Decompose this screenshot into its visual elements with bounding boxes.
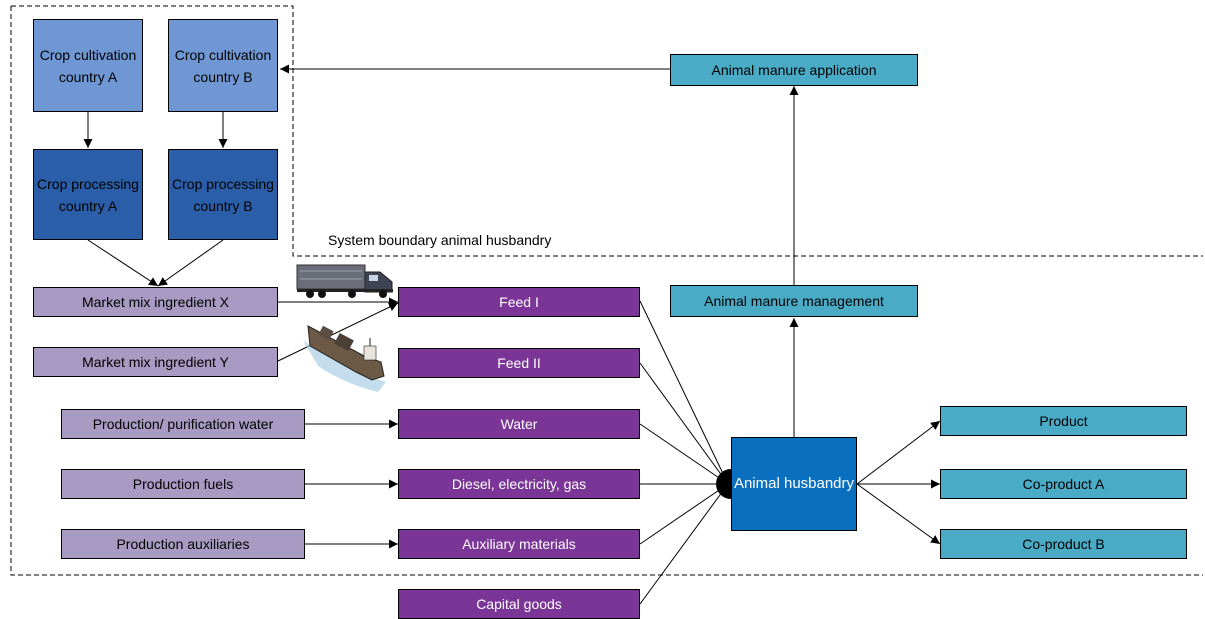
animal-manure-application-label: Animal manure application — [711, 62, 877, 78]
product-label: Product — [1039, 413, 1088, 429]
crop-processing-country-b[interactable]: Crop processing country B — [168, 149, 278, 240]
animal-manure-management-label: Animal manure management — [704, 293, 884, 309]
production-purification-water[interactable]: Production/ purification water — [61, 409, 305, 439]
production-auxiliaries[interactable]: Production auxiliaries — [61, 529, 305, 559]
arrow-proc-b-to-market — [157, 239, 224, 287]
arrow-feed2-husbandry — [639, 362, 729, 485]
crop-cultivation-country-b[interactable]: Crop cultivation country B — [168, 19, 278, 112]
production-purification-water-label: Production/ purification water — [92, 416, 274, 432]
feed-ii[interactable]: Feed II — [398, 348, 640, 378]
market-mix-ingredient-x-label: Market mix ingredient X — [81, 294, 230, 310]
feed-i[interactable]: Feed I — [398, 287, 640, 317]
arrow-coproduct-b — [856, 483, 941, 545]
water[interactable]: Water — [398, 409, 640, 439]
production-fuels[interactable]: Production fuels — [61, 469, 305, 499]
diesel-electricity-gas-label: Diesel, electricity, gas — [451, 476, 587, 492]
arrow-market-y-to-feed — [277, 302, 399, 362]
capital-goods[interactable]: Capital goods — [398, 589, 640, 619]
arrow-feed1-husbandry — [639, 300, 729, 485]
crop-cultivation-country-a-label: Crop cultivation country A — [39, 46, 137, 85]
market-mix-ingredient-y[interactable]: Market mix ingredient Y — [33, 347, 278, 377]
animal-husbandry[interactable]: Animal husbandry — [731, 437, 857, 531]
water-label: Water — [500, 416, 538, 432]
ship-icon — [303, 325, 386, 392]
crop-cultivation-country-b-label: Crop cultivation country B — [174, 46, 272, 85]
production-fuels-label: Production fuels — [132, 476, 234, 492]
arrow-capital-husbandry — [639, 483, 729, 605]
arrow-aux-husbandry — [639, 483, 729, 545]
diesel-electricity-gas[interactable]: Diesel, electricity, gas — [398, 469, 640, 499]
co-product-a[interactable]: Co-product A — [940, 469, 1187, 499]
crop-processing-country-a[interactable]: Crop processing country A — [33, 149, 143, 240]
co-product-b-label: Co-product B — [1022, 536, 1105, 552]
animal-manure-application[interactable]: Animal manure application — [670, 54, 918, 86]
arrow-product — [856, 420, 941, 485]
crop-cultivation-country-a[interactable]: Crop cultivation country A — [33, 19, 143, 112]
system-boundary-label: System boundary animal husbandry — [328, 232, 552, 248]
crop-processing-country-b-label: Crop processing country B — [172, 175, 274, 214]
co-product-b[interactable]: Co-product B — [940, 529, 1187, 559]
market-mix-ingredient-x[interactable]: Market mix ingredient X — [33, 287, 278, 317]
arrow-proc-a-to-market — [87, 239, 159, 287]
truck-icon — [296, 264, 393, 298]
animal-manure-management[interactable]: Animal manure management — [670, 285, 918, 317]
feed-ii-label: Feed II — [497, 355, 541, 371]
animal-husbandry-label: Animal husbandry — [733, 475, 855, 492]
auxiliary-materials-label: Auxiliary materials — [462, 536, 576, 552]
market-mix-ingredient-y-label: Market mix ingredient Y — [82, 354, 229, 370]
crop-processing-country-a-label: Crop processing country A — [37, 175, 139, 214]
arrow-water-husbandry — [639, 423, 729, 485]
production-auxiliaries-label: Production auxiliaries — [116, 536, 250, 552]
system-boundary — [10, 5, 1203, 576]
product[interactable]: Product — [940, 406, 1187, 436]
capital-goods-label: Capital goods — [476, 596, 562, 612]
auxiliary-materials[interactable]: Auxiliary materials — [398, 529, 640, 559]
co-product-a-label: Co-product A — [1022, 476, 1105, 492]
feed-i-label: Feed I — [499, 294, 539, 310]
junction-marker — [716, 469, 731, 499]
